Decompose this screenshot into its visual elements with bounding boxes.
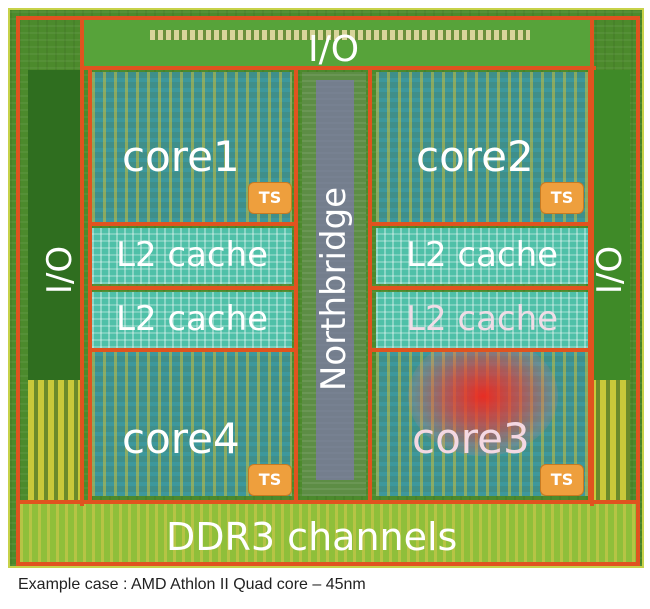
- core2-label: core2: [416, 132, 534, 181]
- ddr3-region: [20, 504, 636, 562]
- l2-cache-label: L2 cache: [116, 299, 269, 339]
- lane-outer-top: [20, 16, 636, 20]
- thermal-sensor-core3: TS: [540, 464, 584, 496]
- core3-label: core3: [412, 414, 530, 463]
- thermal-sensor-core4: TS: [248, 464, 292, 496]
- lane-top-io-bottom: [80, 66, 596, 70]
- lane-cache-bottom-l: [88, 348, 298, 352]
- thermal-sensor-core2: TS: [540, 182, 584, 214]
- lane-outer-bottom: [16, 562, 640, 566]
- core1-label: core1: [122, 132, 240, 181]
- io-top-pads: [150, 30, 530, 40]
- io-top-region: [82, 20, 592, 66]
- left-pad-array: [28, 380, 80, 500]
- l2-cache-left-top: [92, 228, 292, 284]
- die-photo: I/O core1 core2 core4 core3 L2 cache L2 …: [8, 8, 644, 568]
- lane-core-top-bottom-l: [88, 222, 298, 226]
- io-top-label: I/O: [308, 29, 360, 70]
- lane-core-top-bottom-r: [368, 222, 592, 226]
- l2-cache-label: L2 cache: [406, 299, 559, 339]
- lane-outer-left: [16, 16, 20, 566]
- lane-cache-mid-r: [368, 286, 592, 290]
- l2-cache-right-top: [376, 228, 588, 284]
- figure-caption: Example case : AMD Athlon II Quad core –…: [18, 576, 366, 593]
- thermal-sensor-core1: TS: [248, 182, 292, 214]
- io-left-label: I/O: [40, 245, 80, 295]
- core3-hotspot: [408, 336, 558, 456]
- ddr3-label: DDR3 channels: [166, 515, 458, 559]
- lane-cache-bottom-r: [368, 348, 592, 352]
- lane-left-inner: [80, 20, 84, 506]
- l2-cache-left-bottom: [92, 292, 292, 348]
- l2-cache-label: L2 cache: [116, 235, 269, 275]
- northbridge-label: Northbridge: [314, 186, 354, 392]
- lane-right-inner: [590, 20, 594, 506]
- lane-ddr-top: [20, 500, 636, 504]
- l2-cache-label: L2 cache: [406, 235, 559, 275]
- lane-outer-right: [636, 16, 640, 566]
- io-right-label: I/O: [590, 245, 630, 295]
- northbridge-strip: [316, 80, 354, 480]
- core4-label: core4: [122, 414, 240, 463]
- l2-cache-right-bottom: [376, 292, 588, 348]
- right-pad-array: [590, 380, 630, 500]
- lane-cache-mid-l: [88, 286, 298, 290]
